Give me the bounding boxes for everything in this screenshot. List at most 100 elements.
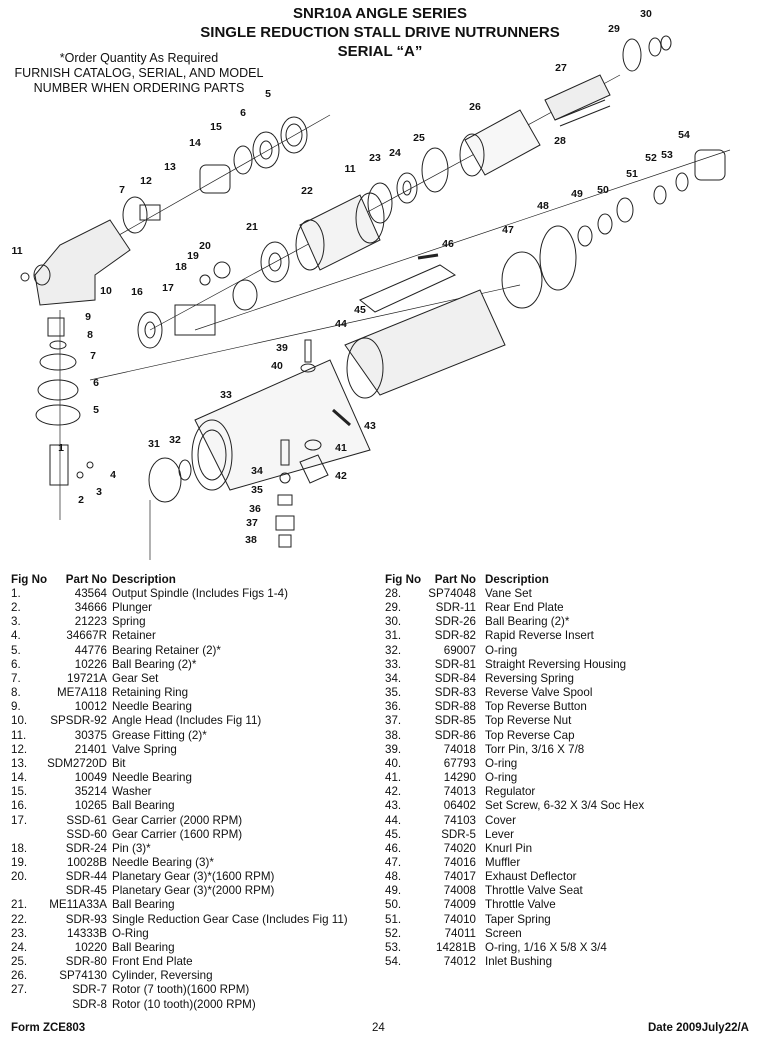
callout-27: 27 <box>555 62 567 74</box>
part-no-cell: 43564 <box>74 587 107 600</box>
fig-no-cell: 9. <box>11 700 21 714</box>
part-no-cell: 06402 <box>443 799 476 813</box>
part-no-cell: 67793 <box>443 756 476 770</box>
fig-no-cell: 23. <box>11 926 28 940</box>
fig-no-cell: 35. <box>385 686 402 700</box>
part-no-cell: 74010 <box>443 912 476 926</box>
part-no-cell: 74103 <box>443 813 476 827</box>
part-no-cell: SP74048 <box>428 587 476 600</box>
description-cell: Needle Bearing <box>112 700 192 714</box>
part-no-cell: SDR-84 <box>434 671 476 685</box>
part-no-cell: SDR-88 <box>434 700 476 714</box>
header-part-no: Part No <box>65 573 107 586</box>
description-cell: Straight Reversing Housing <box>485 657 627 671</box>
description-cell: Muffler <box>485 855 521 869</box>
callout-8: 8 <box>87 329 93 341</box>
fig-no-cell: 31. <box>385 629 402 643</box>
fig-no-cell: 49. <box>385 884 402 898</box>
part-no-cell: SDR-45 <box>65 884 107 898</box>
header-description: Description <box>485 573 549 586</box>
fig-no-cell: 52. <box>385 926 402 940</box>
part-no-cell: SDM2720D <box>47 756 107 770</box>
part-no-cell: 44776 <box>74 643 107 657</box>
fig-no-cell: 46. <box>385 841 402 855</box>
description-cell: Lever <box>485 827 515 841</box>
fig-no-cell: 20. <box>11 870 28 884</box>
table-header: Fig No Part No Description <box>11 573 371 587</box>
fig-no-cell: 12. <box>11 742 28 756</box>
part-no-cell: 14290 <box>443 771 476 785</box>
callout-43: 43 <box>364 420 376 432</box>
fig-no-cell: 47. <box>385 855 402 869</box>
order-note-line3: NUMBER WHEN ORDERING PARTS <box>33 81 245 95</box>
description-cell: Set Screw, 6-32 X 3/4 Soc Hex <box>485 799 645 813</box>
header-fig-no: Fig No <box>385 573 422 586</box>
callout-44: 44 <box>335 318 347 330</box>
part-no-cell: SDR-26 <box>434 615 476 629</box>
description-cell: Throttle Valve Seat <box>485 884 583 898</box>
fig-no-cell: 34. <box>385 671 402 685</box>
order-note-line1: *Order Quantity As Required <box>59 51 219 65</box>
callout-7: 7 <box>90 350 96 362</box>
page-number: 24 <box>372 1022 385 1034</box>
description-cell: Needle Bearing (3)* <box>112 855 214 869</box>
description-cell: Torr Pin, 3/16 X 7/8 <box>485 742 585 756</box>
callout-54: 54 <box>678 129 690 141</box>
part-no-cell: SDR-81 <box>434 657 476 671</box>
callout-18: 18 <box>175 261 187 273</box>
callout-15: 15 <box>210 121 222 133</box>
callout-48: 48 <box>537 200 549 212</box>
description-cell: Ball Bearing (2)* <box>112 657 197 671</box>
description-cell: Gear Set <box>112 671 159 685</box>
part-no-cell: 21223 <box>74 615 107 629</box>
callout-6: 6 <box>93 377 99 389</box>
part-no-cell: 10265 <box>74 799 107 813</box>
callout-5: 5 <box>93 404 99 416</box>
callout-52: 52 <box>645 152 657 164</box>
callout-37: 37 <box>246 517 258 529</box>
fig-no-cell: 33. <box>385 657 402 671</box>
fig-no-cell: 4. <box>11 629 21 643</box>
description-cell: Ball Bearing <box>112 799 175 813</box>
fig-no-cell: 19. <box>11 855 28 869</box>
description-cell: Single Reduction Gear Case (Includes Fig… <box>112 912 348 926</box>
callout-6b: 6 <box>240 107 246 119</box>
part-no-cell: SDR-24 <box>65 841 107 855</box>
callout-47: 47 <box>502 224 514 236</box>
description-cell: Reverse Valve Spool <box>485 686 593 700</box>
page-title-line2: SINGLE REDUCTION STALL DRIVE NUTRUNNERS <box>200 24 560 41</box>
callout-2: 2 <box>78 494 84 506</box>
callout-36: 36 <box>249 503 261 515</box>
callout-11: 11 <box>11 245 22 257</box>
part-no-cell: SDR-7 <box>72 983 107 997</box>
description-cell: Vane Set <box>485 587 532 600</box>
part-no-cell: 30375 <box>74 728 107 742</box>
part-no-cell: SDR-8 <box>72 997 107 1011</box>
part-no-cell: 74020 <box>443 841 476 855</box>
part-no-cell: SPSDR-92 <box>50 714 107 728</box>
description-cell: Cover <box>485 813 516 827</box>
fig-no-cell: 37. <box>385 714 402 728</box>
fig-no-cell: 51. <box>385 912 402 926</box>
fig-no-cell: 25. <box>11 955 28 969</box>
description-cell: Ball Bearing (2)* <box>485 615 570 629</box>
header-description: Description <box>112 573 176 586</box>
part-no-cell: 35214 <box>74 785 107 799</box>
fig-no-cell: 7. <box>11 671 21 685</box>
part-no-cell: 10220 <box>74 940 107 954</box>
